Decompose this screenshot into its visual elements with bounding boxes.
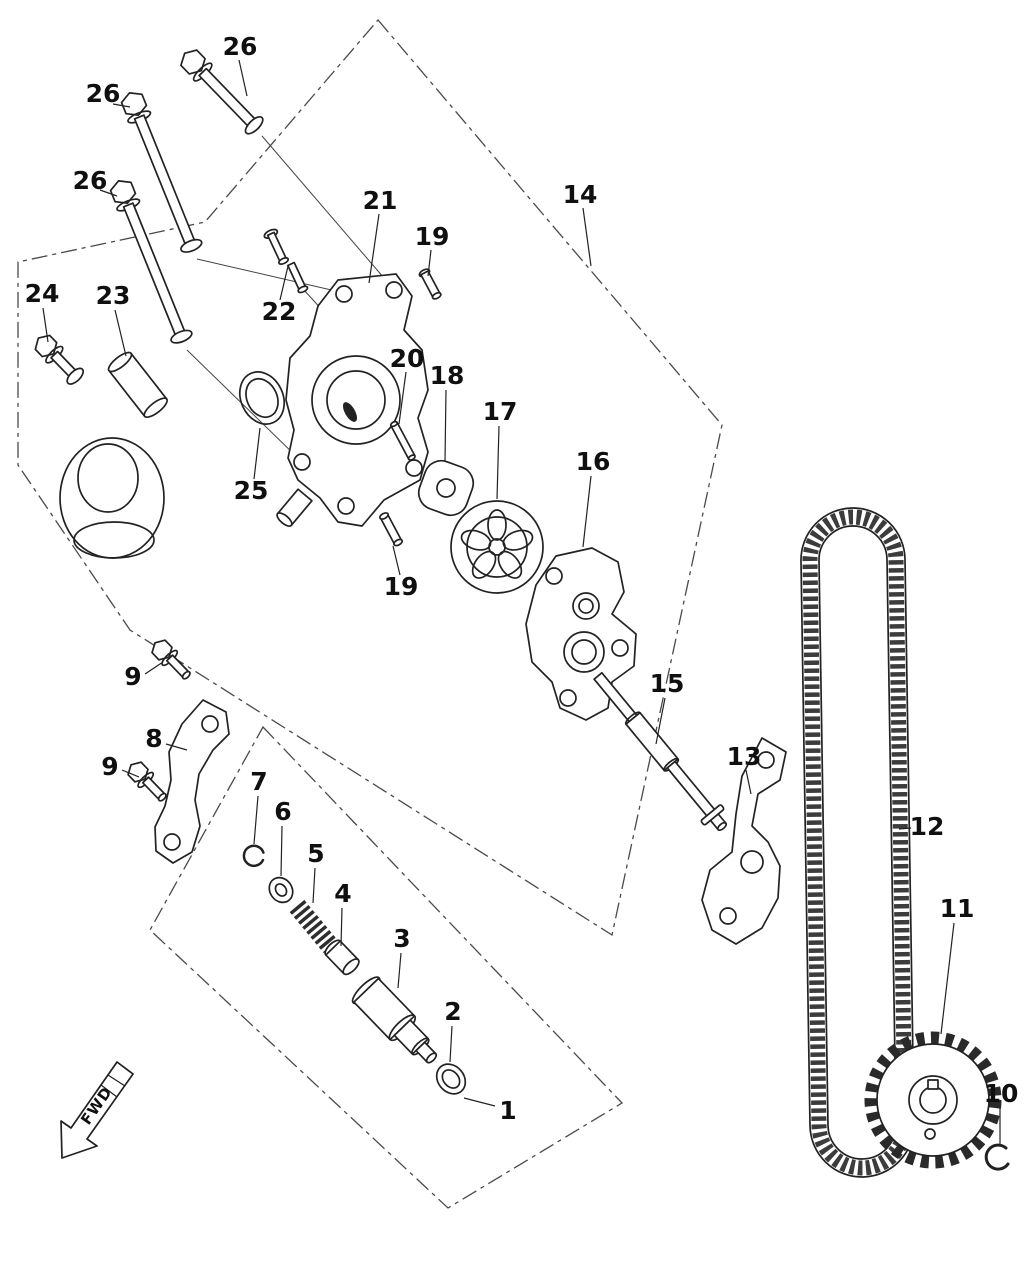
part-label-8: 8 (145, 724, 162, 753)
part-label-9a: 9 (124, 662, 141, 691)
part-18-inner-rotor (417, 459, 475, 517)
part-22-pin-a (263, 228, 290, 265)
part-label-15: 15 (650, 669, 685, 698)
part-label-17: 17 (483, 397, 518, 426)
part-label-19a: 19 (415, 222, 450, 251)
part-6-washer (268, 876, 294, 904)
part-26-bolt-a (180, 49, 264, 135)
fwd-arrow-icon: FWD (60, 1061, 134, 1159)
part-7-circlip (242, 844, 265, 868)
part-15-pump-shaft (593, 671, 728, 832)
part-3-valve-body (351, 976, 438, 1064)
part-26-bolt-b (120, 92, 203, 253)
part-25-o-ring (238, 371, 286, 425)
leader-lines (42, 59, 1001, 1144)
part-label-1: 1 (499, 1096, 516, 1125)
part-label-22: 22 (262, 297, 297, 326)
part-label-11: 11 (940, 894, 975, 923)
part-11-sprocket (864, 1031, 1002, 1169)
part-21-pump-body (276, 273, 429, 527)
part-label-10: 10 (984, 1079, 1019, 1108)
part-9-bolt-a (151, 639, 191, 680)
part-label-13: 13 (727, 742, 762, 771)
part-label-18: 18 (430, 361, 465, 390)
part-label-4: 4 (334, 879, 351, 908)
part-label-6: 6 (274, 797, 291, 826)
part-labels: 26 26 26 21 19 14 24 23 22 20 18 17 16 2… (25, 32, 1019, 1125)
phantom-boundary-upper (17, 18, 723, 937)
part-label-2: 2 (444, 997, 461, 1026)
part-label-12: 12 (910, 812, 945, 841)
part-label-14: 14 (563, 180, 598, 209)
part-2-seal-ring (435, 1063, 467, 1095)
part-13-bracket-plate (701, 737, 787, 945)
part-10-clip (984, 1143, 1010, 1171)
part-label-5: 5 (307, 839, 324, 868)
part-label-26c: 26 (73, 166, 108, 195)
part-24-bolt (34, 334, 85, 385)
part-label-21: 21 (363, 186, 398, 215)
part-4-plunger (324, 939, 360, 976)
part-5-spring (289, 899, 339, 954)
part-26-bolt-c (109, 180, 193, 344)
part-label-16: 16 (576, 447, 611, 476)
part-17-outer-rotor (450, 500, 544, 594)
part-label-19b: 19 (384, 572, 419, 601)
part-19-pin-b (379, 512, 404, 547)
part-22-pin-b (286, 261, 309, 294)
part-8-bracket (154, 699, 230, 864)
part-label-25: 25 (234, 476, 269, 505)
part-label-26a: 26 (223, 32, 258, 61)
part-label-3: 3 (393, 924, 410, 953)
part-16-pump-cover (525, 547, 637, 721)
part-label-24: 24 (25, 279, 60, 308)
part-label-26b: 26 (86, 79, 121, 108)
part-label-9b: 9 (101, 752, 118, 781)
part-label-7: 7 (250, 767, 267, 796)
part-label-23: 23 (96, 281, 131, 310)
part-label-20: 20 (390, 344, 425, 373)
part-9-bolt-b (127, 761, 167, 802)
phantom-boundary-valve-assembly (149, 725, 624, 1209)
part-19-pin-a (418, 268, 442, 300)
part-20-pin (389, 420, 416, 461)
part-23-cover-cap (59, 351, 169, 559)
